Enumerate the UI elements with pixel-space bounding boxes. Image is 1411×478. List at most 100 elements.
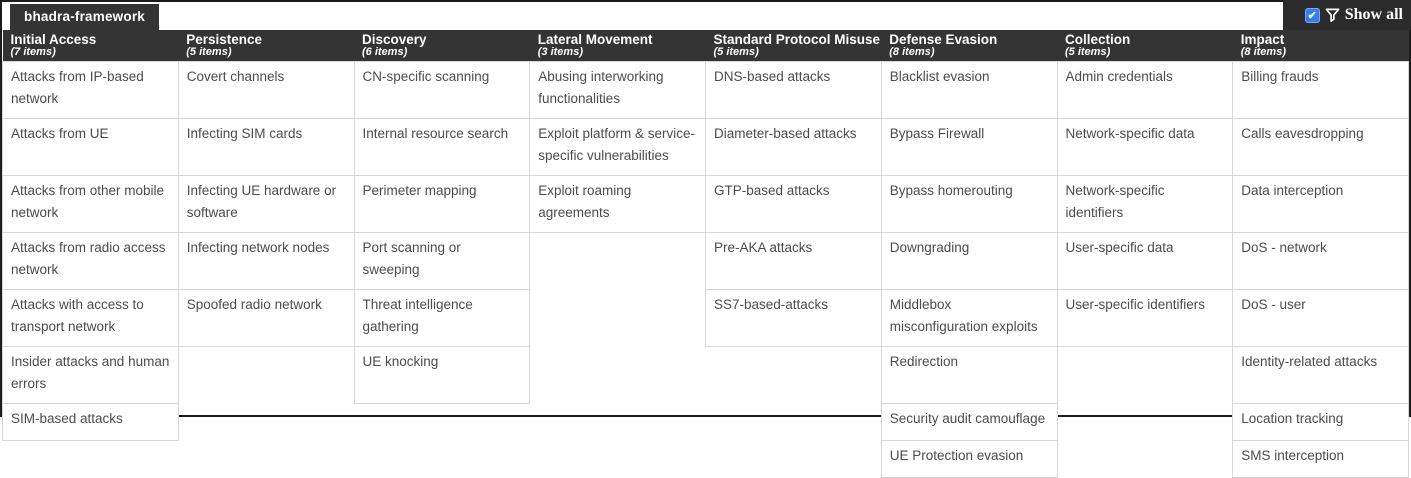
empty-cell: [354, 404, 530, 441]
tactic-header: Persistence(5 items): [178, 30, 354, 62]
tactic-name: Standard Protocol Misuse: [713, 32, 881, 47]
technique-cell[interactable]: Attacks from IP-based network: [2, 61, 179, 119]
technique-cell[interactable]: Bypass Firewall: [880, 118, 1058, 176]
technique-cell[interactable]: GTP-based attacks: [705, 175, 882, 233]
empty-cell: [1057, 404, 1233, 441]
technique-cell[interactable]: Network-specific identifiers: [1056, 175, 1234, 233]
tactic-count: (8 items): [889, 46, 935, 58]
empty-cell: [706, 347, 882, 404]
technique-cell[interactable]: Insider attacks and human errors: [2, 346, 179, 404]
tactic-header: Standard Protocol Misuse(5 items): [705, 30, 882, 62]
technique-cell[interactable]: Pre-AKA attacks: [705, 232, 882, 290]
technique-cell[interactable]: Spoofed radio network: [177, 289, 355, 347]
empty-cell: [178, 441, 354, 478]
technique-cell[interactable]: Network-specific data: [1056, 118, 1234, 176]
empty-cell: [1057, 441, 1233, 478]
technique-cell[interactable]: Identity-related attacks: [1232, 346, 1409, 404]
technique-cell[interactable]: Port scanning or sweeping: [353, 232, 531, 290]
empty-cell: [706, 404, 882, 441]
tactic-count: (6 items): [362, 46, 408, 58]
empty-cell: [1057, 347, 1233, 404]
technique-cell[interactable]: Bypass homerouting: [880, 175, 1058, 233]
tactic-name: Impact: [1240, 32, 1285, 47]
empty-cell: [178, 404, 354, 441]
empty-cell: [706, 441, 882, 478]
tactic-header-row: Initial Access(7 items)Persistence(5 ite…: [2, 30, 1409, 62]
technique-cell[interactable]: Security audit camouflage: [880, 403, 1058, 441]
matrix-row: UE Protection evasion SMS interception: [3, 440, 1409, 478]
tactic-name: Persistence: [186, 32, 263, 47]
technique-cell[interactable]: Admin credentials: [1056, 61, 1234, 119]
show-all-checkbox[interactable]: ✔: [1304, 7, 1320, 23]
technique-cell[interactable]: Diameter-based attacks: [705, 118, 882, 176]
tactic-header: Impact(8 items): [1232, 30, 1409, 62]
technique-cell[interactable]: Internal resource search: [353, 118, 531, 176]
tactic-name: Defense Evasion: [889, 32, 998, 47]
tactic-count: (3 items): [537, 46, 583, 58]
tactic-name: Collection: [1065, 32, 1131, 47]
tactic-name: Discovery: [362, 32, 427, 47]
technique-cell[interactable]: UE Protection evasion: [880, 440, 1058, 478]
technique-cell[interactable]: Attacks from other mobile network: [2, 175, 179, 233]
technique-cell[interactable]: Infecting SIM cards: [177, 118, 355, 176]
technique-cell[interactable]: Attacks from radio access network: [2, 232, 179, 290]
tactic-count: (5 items): [186, 46, 232, 58]
show-all-label: Show all: [1344, 6, 1403, 23]
empty-cell: [178, 347, 354, 404]
technique-cell[interactable]: Redirection: [880, 346, 1058, 404]
technique-cell[interactable]: Covert channels: [177, 61, 355, 119]
empty-cell: [530, 441, 706, 478]
technique-cell[interactable]: DoS - user: [1232, 289, 1409, 347]
tactic-count: (7 items): [10, 46, 56, 58]
top-bar: bhadra-framework ✔ Show all: [2, 0, 1411, 30]
empty-cell: [530, 404, 706, 441]
show-all-control[interactable]: ✔ Show all: [1283, 0, 1411, 30]
technique-cell[interactable]: Perimeter mapping: [353, 175, 531, 233]
tactic-header: Lateral Movement(3 items): [529, 30, 706, 62]
technique-cell[interactable]: Data interception: [1232, 175, 1409, 233]
attack-matrix: Initial Access(7 items)Persistence(5 ite…: [2, 30, 1409, 478]
technique-cell[interactable]: SIM-based attacks: [2, 403, 179, 441]
empty-cell: [354, 441, 530, 478]
technique-cell[interactable]: DoS - network: [1232, 232, 1409, 290]
tactic-header: Initial Access(7 items): [2, 30, 179, 62]
technique-cell[interactable]: Infecting network nodes: [177, 232, 355, 290]
technique-cell[interactable]: UE knocking: [353, 346, 531, 404]
tactic-header: Collection(5 items): [1057, 30, 1233, 62]
technique-cell[interactable]: Exploit roaming agreements: [529, 175, 706, 233]
technique-cell[interactable]: Blacklist evasion: [880, 61, 1058, 119]
matrix-row: Attacks with access to transport network…: [2, 289, 1409, 347]
matrix-row: Insider attacks and human errors UE knock…: [2, 346, 1409, 404]
technique-cell[interactable]: Location tracking: [1232, 403, 1409, 441]
technique-cell[interactable]: Calls eavesdropping: [1232, 118, 1409, 176]
matrix-row: SIM-based attacks Security audit camoufla…: [2, 403, 1409, 441]
tactic-name: Lateral Movement: [537, 32, 653, 47]
technique-cell[interactable]: DNS-based attacks: [705, 61, 882, 119]
technique-cell[interactable]: SMS interception: [1232, 440, 1409, 478]
technique-cell[interactable]: Attacks with access to transport network: [2, 289, 179, 347]
technique-cell[interactable]: User-specific identifiers: [1056, 289, 1234, 347]
empty-cell: [530, 347, 706, 404]
tactic-header: Defense Evasion(8 items): [881, 30, 1057, 62]
empty-cell: [530, 290, 706, 347]
tab-bhadra-framework[interactable]: bhadra-framework: [10, 4, 159, 30]
empty-cell: [530, 233, 706, 290]
technique-cell[interactable]: Attacks from UE: [2, 118, 179, 176]
technique-cell[interactable]: Downgrading: [880, 232, 1058, 290]
filter-icon[interactable]: [1325, 7, 1340, 23]
technique-cell[interactable]: Abusing interworking functionalities: [529, 61, 706, 119]
technique-cell[interactable]: SS7-based-attacks: [705, 289, 882, 347]
technique-cell[interactable]: Threat intelligence gathering: [353, 289, 531, 347]
technique-cell[interactable]: Infecting UE hardware or software: [177, 175, 355, 233]
tactic-count: (5 items): [1065, 46, 1111, 58]
technique-cell[interactable]: User-specific data: [1056, 232, 1234, 290]
technique-cell[interactable]: Middlebox misconfiguration exploits: [880, 289, 1058, 347]
empty-cell: [3, 441, 179, 478]
technique-cell[interactable]: Billing frauds: [1232, 61, 1409, 119]
technique-cell[interactable]: CN-specific scanning: [353, 61, 531, 119]
technique-cell[interactable]: Exploit platform & service-specific vuln…: [529, 118, 706, 176]
